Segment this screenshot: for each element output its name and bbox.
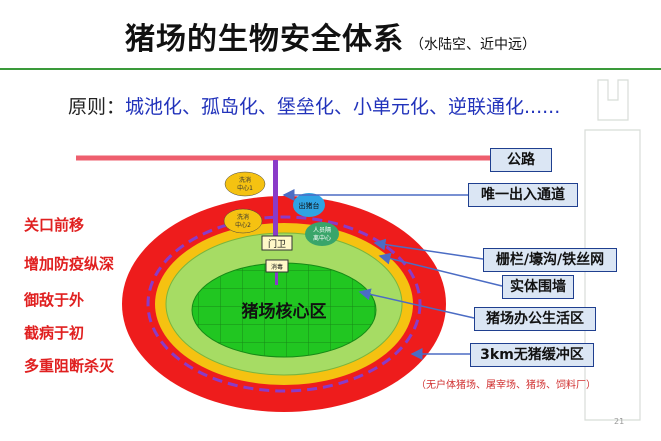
principle-label: 原则： — [68, 96, 126, 118]
principle-line: 原则：城池化、孤岛化、堡垒化、小单元化、逆联通化...... — [68, 92, 560, 119]
pig-out-platform — [293, 193, 325, 217]
gate-box — [261, 235, 293, 251]
single-entrance-channel — [273, 160, 278, 238]
channel-to-core — [275, 270, 278, 285]
arrow-solid-wall — [378, 252, 503, 287]
label-solid-wall: 实体围墙 — [502, 275, 574, 299]
label-single-entrance: 唯一出入通道 — [468, 183, 578, 207]
arrow-office-area — [358, 288, 475, 319]
title-subtitle: （水陆空、近中远） — [410, 37, 536, 53]
wash-center-1-line1: 洗消 — [239, 176, 251, 184]
title-text: 猪场的生物安全体系 — [125, 22, 404, 57]
fence-dashed-ring — [146, 215, 422, 393]
left-item-2: 增加防疫纵深 — [24, 255, 115, 273]
label-fence: 栅栏/壕沟/铁丝网 — [483, 248, 617, 272]
disinfect-label: 消毒 — [271, 263, 283, 271]
page-title: 猪场的生物安全体系 （水陆空、近中远） — [0, 14, 661, 58]
page-number: 21 — [614, 417, 625, 426]
core-label: 猪场核心区 — [242, 301, 327, 322]
wash-center-1 — [224, 171, 266, 197]
left-item-1: 关口前移 — [24, 216, 85, 234]
left-item-4: 截病于初 — [24, 324, 85, 342]
gate-label: 门卫 — [268, 238, 286, 250]
disinfect-box — [265, 259, 289, 273]
personnel-isolation-center — [305, 222, 339, 246]
title-divider — [0, 68, 661, 70]
left-item-3: 御敌于外 — [24, 291, 85, 309]
buffer-zone-note: （无户体猪场、屠宰场、猪场、饲料厂） — [416, 380, 596, 391]
personnel-line2: 离中心 — [313, 234, 331, 242]
label-office-area: 猪场办公生活区 — [474, 307, 596, 331]
wash-center-2 — [223, 208, 263, 234]
principle-text: 城池化、孤岛化、堡垒化、小单元化、逆联通化...... — [125, 96, 561, 118]
arrow-fence — [373, 238, 484, 260]
personnel-line1: 人员隔 — [313, 226, 331, 234]
label-road: 公路 — [490, 148, 552, 172]
left-item-5: 多重阻断杀灭 — [24, 357, 115, 375]
wash-center-2-line1: 洗消 — [237, 213, 249, 221]
label-buffer-zone: 3km无猪缓冲区 — [470, 343, 594, 367]
pig-out-platform-label: 出猪台 — [299, 201, 320, 210]
wash-center-2-line2: 中心2 — [235, 221, 251, 229]
wash-center-1-line2: 中心1 — [237, 184, 253, 192]
